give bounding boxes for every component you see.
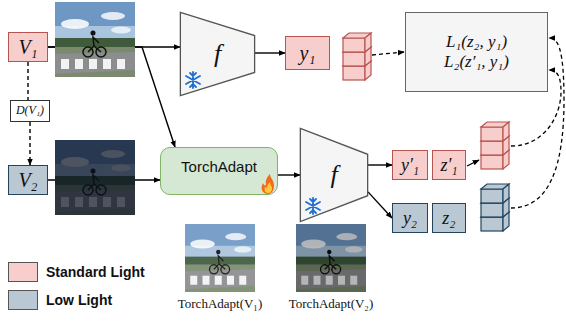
node-text: L₂(z′₁, y₁) [444, 52, 509, 72]
node-text: L₁(z₂, y₁) [446, 32, 507, 52]
node-text: V₁ [18, 36, 37, 59]
node-content: V₁ [9, 33, 47, 61]
node-text: y₂ [403, 208, 417, 229]
legend-text: Low Light [46, 290, 112, 310]
feature-stack [343, 33, 371, 80]
connector-arrow [368, 192, 392, 218]
node-text: f [214, 39, 221, 69]
node-content: f [300, 128, 368, 222]
node-content: z′₁ [433, 151, 465, 179]
photo-adapted-v1 [185, 224, 255, 292]
node-content: D(V₁) [11, 101, 49, 121]
connector-arrow [278, 174, 300, 175]
output-box: y₁ [285, 36, 330, 70]
node-content: y₂ [393, 204, 427, 232]
photo-v2-dark [55, 140, 135, 215]
node-text: y′₁ [401, 155, 419, 176]
photo-adapted-v2 [296, 224, 366, 292]
trapezoid-shape [180, 12, 254, 95]
input-box: V₂ [8, 165, 48, 195]
connector-arrow [27, 62, 28, 100]
node-text: D(V₁) [16, 104, 44, 118]
node-text: f [330, 160, 337, 190]
photo-v1 [55, 2, 135, 77]
node-content: y₁ [286, 37, 329, 69]
legend-swatch [8, 290, 38, 310]
dashed-arrow [372, 52, 404, 55]
node-content: z₂ [433, 204, 465, 232]
connector-arrow [29, 122, 30, 165]
connector-arrow [368, 164, 392, 165]
feature-box: z₂ [432, 203, 466, 233]
node-content: y′₁ [393, 151, 427, 179]
node-text: z′₁ [440, 155, 457, 176]
node-text: V₂ [18, 169, 37, 192]
feature-box: z′₁ [432, 150, 466, 180]
node-content: V₂ [9, 166, 47, 194]
feature-stack [481, 122, 509, 169]
image-caption: TorchAdapt(V₁) [160, 296, 280, 312]
node-text: TorchAdapt [181, 158, 257, 175]
legend-text: Standard Light [46, 262, 145, 282]
node-text: y₁ [300, 42, 316, 65]
input-box: V₁ [8, 32, 48, 62]
node-content: TorchAdapt [161, 148, 277, 194]
degradation-box: D(V₁) [10, 100, 50, 122]
connector-arrow [255, 52, 285, 53]
legend-swatch [8, 262, 38, 282]
node-content: L₁(z₂, y₁)L₂(z′₁, y₁) [406, 13, 547, 91]
loss-box: L₁(z₂, y₁)L₂(z′₁, y₁) [405, 12, 548, 92]
output-box: y′₁ [392, 150, 428, 180]
adapter-box: TorchAdapt [160, 147, 278, 195]
image-caption: TorchAdapt(V₂) [271, 296, 391, 312]
feature-stack [481, 184, 509, 231]
node-content: f [180, 12, 255, 96]
frozen-model: f [300, 128, 368, 222]
trapezoid-shape [300, 128, 367, 221]
frozen-model: f [180, 12, 255, 96]
arrow [467, 160, 479, 166]
output-box: y₂ [392, 203, 428, 233]
node-text: z₂ [442, 208, 455, 229]
